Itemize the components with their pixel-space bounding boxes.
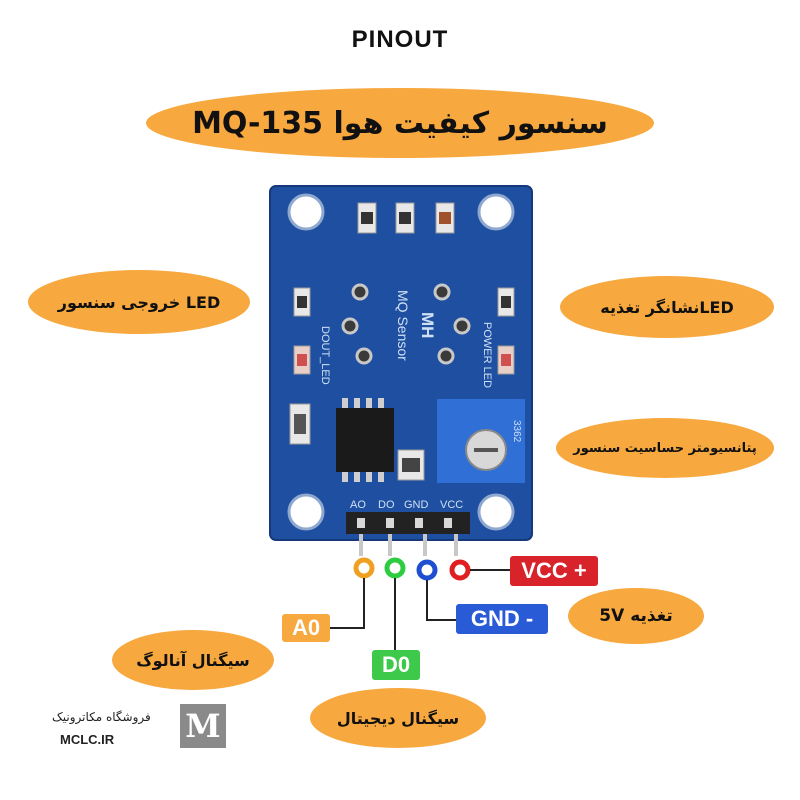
- shop-logo-text: M: [185, 707, 221, 745]
- supply-5v-pill: تغذیه 5V: [568, 588, 704, 644]
- a0-tag: A0: [282, 614, 330, 642]
- gnd-pin-dot: [416, 559, 438, 581]
- sensor-title-text: سنسور کیفیت هوا MQ-135: [192, 105, 608, 141]
- led-output-pill: LED خروجی سنسور: [28, 270, 250, 334]
- supply-5v-text: تغذیه 5V: [599, 606, 673, 626]
- d0-tag: D0: [372, 650, 420, 680]
- shop-logo: M: [180, 704, 226, 748]
- vcc-pin-dot: [449, 559, 471, 581]
- analog-signal-pill: سیگنال آنالوگ: [112, 630, 274, 690]
- analog-signal-text: سیگنال آنالوگ: [136, 650, 250, 670]
- digital-signal-text: سیگنال دیجیتال: [336, 708, 460, 728]
- mounting-hole-bottom-right: [477, 493, 515, 531]
- a0-tag-text: A0: [291, 615, 321, 640]
- potentiometer-text: پتانسیومتر حساسیت سنسور: [573, 440, 757, 456]
- header-label-ao: AO: [350, 499, 366, 511]
- a0-pin-dot: [353, 557, 375, 579]
- board-brand-text: MH: [418, 312, 437, 338]
- vcc-tag-text: VCC +: [521, 558, 587, 583]
- potentiometer-pill: پتانسیومتر حساسیت سنسور: [556, 418, 774, 478]
- mounting-hole-bottom-left: [287, 493, 325, 531]
- header-label-gnd: GND: [404, 499, 429, 511]
- power-led-text: LEDنشانگر تغذیه: [600, 297, 734, 317]
- mounting-hole-top-left: [287, 193, 325, 231]
- d0-pin-dot: [384, 557, 406, 579]
- a0-wire: [330, 578, 365, 629]
- board-model-text: MQ Sensor: [395, 290, 411, 361]
- page-title: PINOUT: [351, 26, 449, 53]
- gnd-wire: [426, 580, 456, 621]
- d0-tag-text: D0: [381, 652, 411, 677]
- shop-site: MCLC.IR: [60, 732, 115, 747]
- power-led-pill: LEDنشانگر تغذیه: [560, 276, 774, 338]
- header-label-do: DO: [378, 499, 395, 511]
- led-output-text: LED خروجی سنسور: [57, 292, 221, 312]
- gnd-tag: GND -: [456, 604, 548, 634]
- comparator-ic: [336, 408, 394, 472]
- shop-name: فروشگاه مکاترونیک: [52, 710, 151, 724]
- vcc-tag: VCC +: [510, 556, 598, 586]
- sensor-title-pill: سنسور کیفیت هوا MQ-135: [146, 88, 654, 158]
- board-dout-led-text: DOUT_LED: [319, 326, 331, 385]
- pin-header: [346, 512, 470, 534]
- digital-signal-pill: سیگنال دیجیتال: [310, 688, 486, 748]
- gnd-tag-text: GND -: [470, 606, 534, 631]
- mounting-hole-top-right: [477, 193, 515, 231]
- header-label-vcc: VCC: [440, 499, 463, 511]
- pot-code-text: 3362: [511, 420, 522, 443]
- board-power-led-text: POWER LED: [481, 322, 493, 388]
